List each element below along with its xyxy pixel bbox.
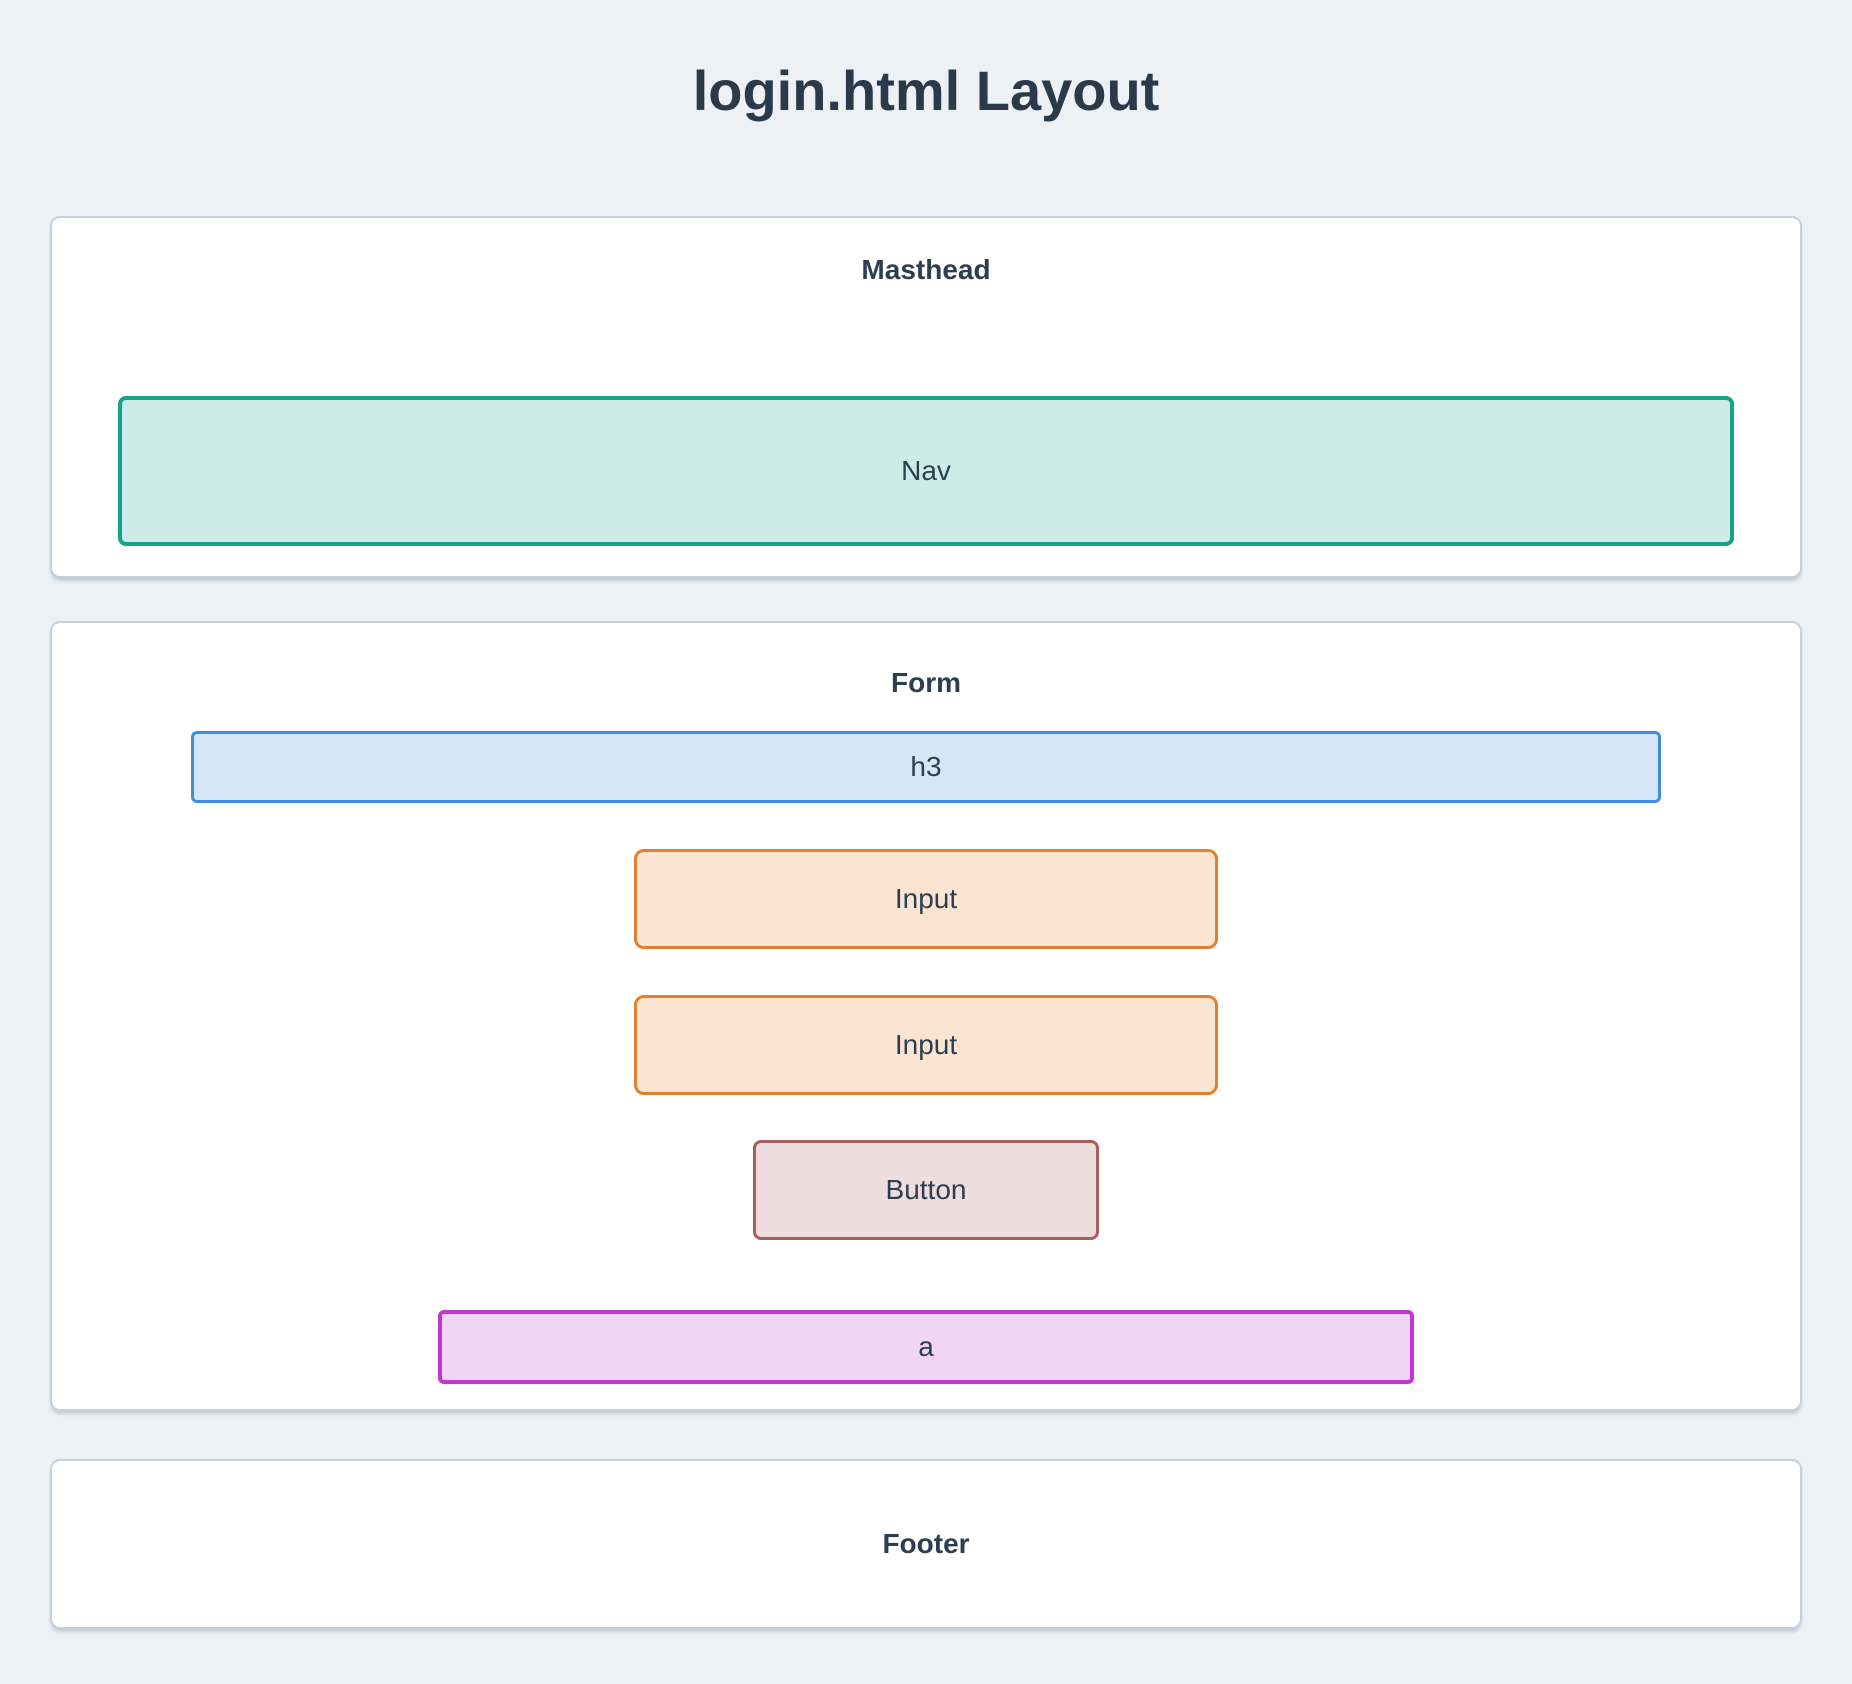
footer-section: Footer — [50, 1459, 1802, 1629]
h3-box-label: h3 — [910, 751, 942, 782]
form-label: Form — [891, 667, 961, 698]
button-box: Button — [753, 1140, 1099, 1240]
nav-box-label: Nav — [901, 455, 951, 486]
input-box-2-label: Input — [894, 1029, 958, 1060]
page-title: login.html Layout — [692, 59, 1160, 122]
masthead-section: Masthead Nav — [50, 216, 1802, 578]
button-box-label: Button — [885, 1174, 967, 1205]
masthead-label: Masthead — [861, 254, 991, 285]
h3-box: h3 — [191, 731, 1661, 803]
anchor-box: a — [438, 1310, 1414, 1384]
form-section: Form h3 Input Input Button a — [50, 621, 1802, 1411]
input-box-1: Input — [634, 849, 1218, 949]
footer-label: Footer — [882, 1527, 970, 1559]
input-box-2: Input — [634, 995, 1218, 1095]
input-box-1-label: Input — [894, 883, 958, 914]
nav-box: Nav — [118, 396, 1734, 546]
anchor-box-label: a — [918, 1331, 934, 1362]
